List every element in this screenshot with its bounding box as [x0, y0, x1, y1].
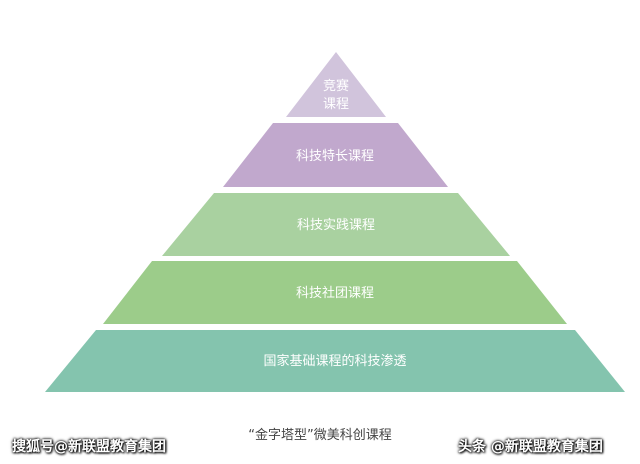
tier-competition-label-line2: 课程 [323, 97, 349, 112]
tier-competition [286, 52, 386, 117]
watermark-sohu: 搜狐号@新联盟教育集团 [12, 439, 166, 455]
tier-national-foundation [45, 330, 625, 392]
diagram-caption: “金字塔型”微美科创课程 [248, 428, 392, 443]
watermark-toutiao: 头条 @新联盟教育集团 [458, 439, 603, 455]
tier-practice [162, 193, 510, 256]
tier-specialty-label: 科技特长课程 [296, 149, 374, 164]
tier-national-foundation-label: 国家基础课程的科技渗透 [263, 353, 406, 369]
tier-competition-label-line1: 竞赛 [323, 78, 349, 94]
tier-club [103, 261, 567, 324]
tier-club-label: 科技社团课程 [296, 285, 374, 301]
tier-specialty [223, 123, 448, 187]
tier-practice-label: 科技实践课程 [297, 218, 375, 233]
pyramid-diagram: 竞赛 课程 科技特长课程 科技实践课程 科技社团课程 国家基础课程的科技渗透 [45, 52, 625, 392]
